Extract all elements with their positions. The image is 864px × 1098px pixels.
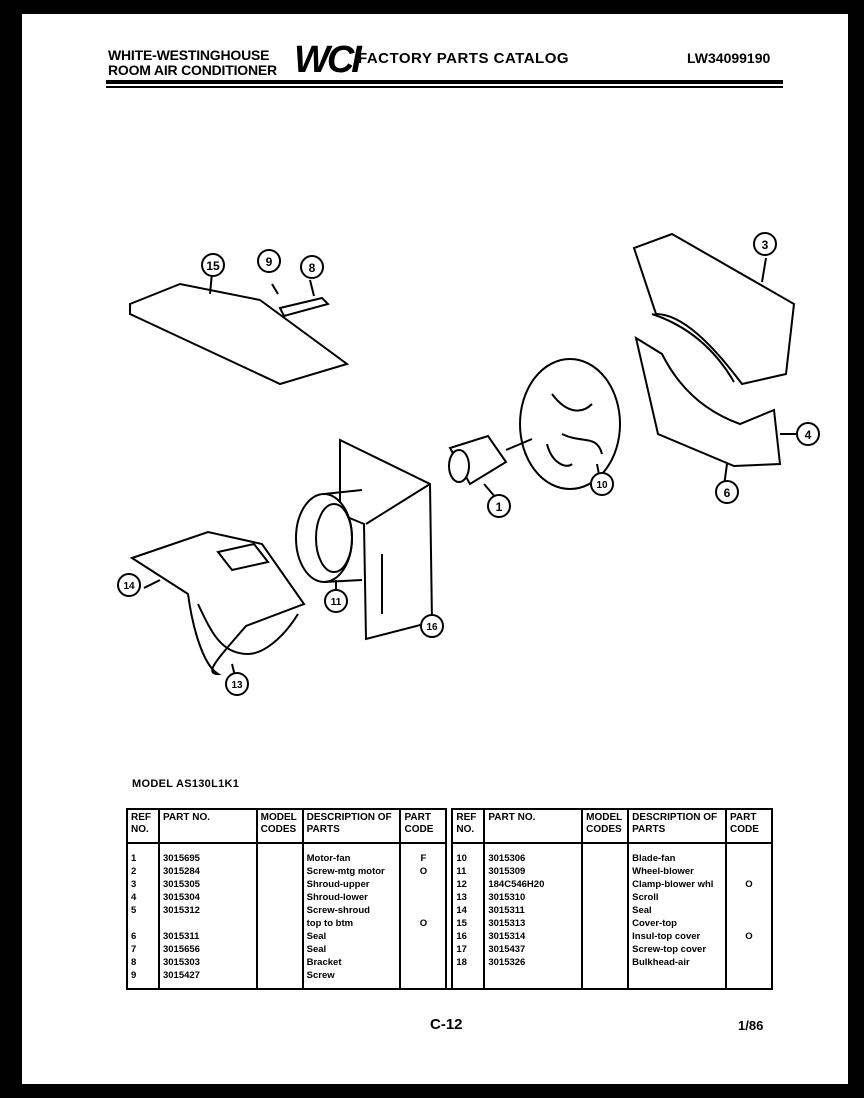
header-rule-thin: [106, 86, 783, 88]
left-ref-column: 1 2 3 4 5 6 7 8 9: [126, 843, 160, 990]
left-description-column: Motor-fan Screw-mtg motor Shroud-upper S…: [301, 843, 402, 990]
svg-text:1: 1: [496, 500, 503, 514]
right-description-column: Blade-fan Wheel-blower Clamp-blower whl …: [627, 843, 727, 990]
catalog-title: FACTORY PARTS CATALOG: [358, 50, 570, 67]
left-model-column: [255, 843, 304, 990]
lower-shroud-drawing: [634, 335, 782, 468]
parts-table: REF NO. PART NO. MODEL CODES DESCRIPTION…: [126, 808, 774, 990]
header-part-code-2: PART CODE: [724, 808, 774, 844]
model-label: MODEL AS130L1K1: [132, 778, 240, 790]
svg-text:8: 8: [309, 261, 316, 275]
callout-4: 4: [796, 422, 820, 446]
header-ref-no-2: REF NO.: [451, 808, 486, 844]
exploded-parts-diagram: 15 9 8 3 4 6 10 1: [117, 232, 820, 696]
header-rule: [106, 80, 783, 84]
callout-16: 16: [420, 614, 444, 638]
insulation-panel-drawing: [129, 282, 350, 386]
callout-8: 8: [300, 255, 324, 279]
svg-text:6: 6: [724, 486, 731, 500]
callout-10: 10: [590, 472, 614, 496]
svg-text:10: 10: [596, 480, 608, 491]
table-gap: [445, 809, 454, 843]
scroll-drawing: [129, 530, 306, 676]
header-model-codes: MODEL CODES: [255, 808, 304, 844]
catalog-page: WHITE-WESTINGHOUSE ROOM AIR CONDITIONER …: [22, 14, 848, 1084]
bracket-drawing: [278, 296, 330, 318]
callout-14: 14: [117, 573, 141, 597]
header-part-no: PART NO.: [157, 808, 258, 844]
callout-9: 9: [257, 249, 281, 273]
svg-text:9: 9: [266, 255, 273, 269]
fan-blade-drawing: [519, 358, 621, 490]
header-model-codes-2: MODEL CODES: [581, 808, 630, 844]
callout-1: 1: [487, 494, 511, 518]
callout-11: 11: [324, 589, 348, 613]
right-ref-column: 10 11 12 13 14 15 16 17 18: [451, 843, 486, 990]
catalog-date: 1/86: [738, 1018, 764, 1033]
brand-line-2: ROOM AIR CONDITIONER: [108, 62, 277, 78]
header-description-2: DESCRIPTION OF PARTS: [627, 808, 727, 844]
upper-shroud-drawing: [632, 232, 796, 386]
left-code-column: F O O: [399, 843, 448, 990]
brand-name: WHITE-WESTINGHOUSE ROOM AIR CONDITIONER: [108, 48, 277, 78]
wci-logo: WCI: [294, 39, 362, 81]
header-ref-no: REF NO.: [126, 808, 160, 844]
svg-text:14: 14: [123, 581, 135, 592]
svg-text:3: 3: [762, 238, 769, 252]
svg-text:16: 16: [426, 622, 438, 633]
catalog-code: LW34099190: [687, 50, 771, 66]
right-code-column: O O: [724, 843, 774, 990]
brand-line-1: WHITE-WESTINGHOUSE: [108, 47, 270, 63]
header-description: DESCRIPTION OF PARTS: [301, 808, 402, 844]
parts-table-body: 1 2 3 4 5 6 7 8 9 3015695 3015284 301530…: [126, 843, 774, 990]
callout-3: 3: [753, 232, 777, 256]
right-model-column: [581, 843, 630, 990]
svg-text:4: 4: [805, 428, 812, 442]
svg-text:15: 15: [206, 259, 220, 273]
header-part-code: PART CODE: [399, 808, 448, 844]
air-bulkhead-drawing: [339, 438, 434, 641]
svg-text:13: 13: [231, 680, 243, 691]
svg-text:11: 11: [331, 597, 342, 608]
parts-table-header: REF NO. PART NO. MODEL CODES DESCRIPTION…: [126, 808, 774, 844]
callout-15: 15: [201, 253, 225, 277]
callout-13: 13: [225, 672, 249, 696]
left-part-column: 3015695 3015284 3015305 3015304 3015312 …: [157, 843, 258, 990]
header-part-no-2: PART NO.: [483, 808, 584, 844]
table-gap-body: [445, 843, 454, 990]
right-part-column: 3015306 3015309 184C546H20 3015310 30153…: [483, 843, 584, 990]
page-number: C-12: [430, 1016, 463, 1033]
callout-6: 6: [715, 480, 739, 504]
blower-wheel-drawing: [295, 493, 353, 583]
